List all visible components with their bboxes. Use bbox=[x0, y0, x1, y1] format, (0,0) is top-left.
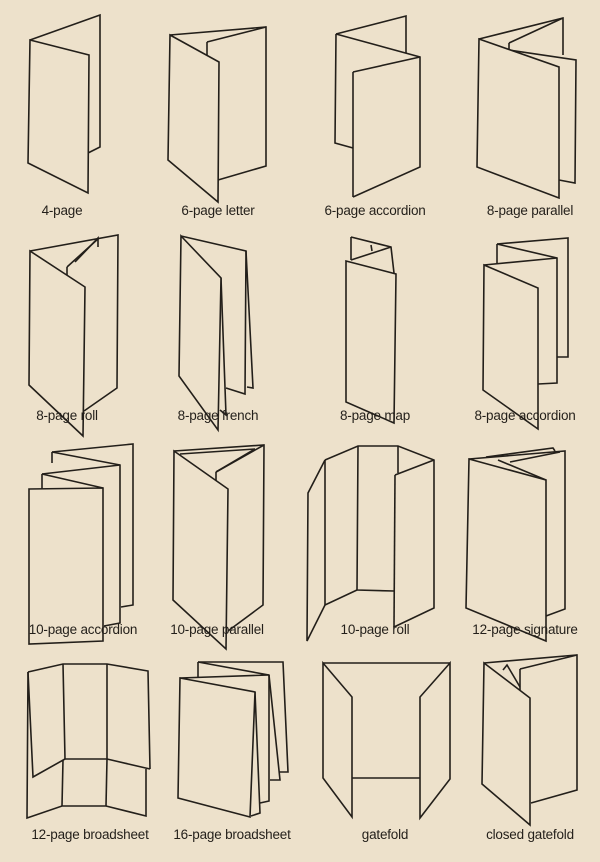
fold-label: closed gatefold bbox=[486, 827, 574, 842]
front-panel bbox=[172, 449, 229, 651]
front-panel bbox=[482, 263, 539, 431]
fold-line bbox=[335, 14, 407, 53]
fold-line bbox=[352, 56, 421, 73]
fold-line bbox=[259, 675, 270, 804]
front-panel bbox=[345, 259, 397, 425]
fold-line bbox=[29, 234, 119, 412]
front-panel bbox=[177, 677, 256, 819]
fold-label: 8-page french bbox=[177, 408, 259, 423]
fold-label: 10-page accordion bbox=[28, 622, 138, 637]
fold-line bbox=[169, 26, 267, 181]
fold-line bbox=[51, 443, 134, 608]
fold-illustration-closed-gatefold bbox=[481, 654, 578, 827]
fold-label: 8-page map bbox=[339, 408, 411, 423]
fold-line bbox=[519, 654, 578, 670]
front-panel bbox=[28, 487, 104, 645]
fold-illustration-8-page-map bbox=[345, 236, 397, 425]
fold-label: 4-page bbox=[41, 203, 83, 218]
fold-label: 10-page roll bbox=[340, 622, 410, 637]
fold-line bbox=[324, 460, 358, 607]
fold-line bbox=[198, 661, 289, 773]
fold-line bbox=[485, 447, 556, 458]
fold-line bbox=[306, 459, 326, 642]
fold-line bbox=[179, 448, 256, 473]
fold-illustration-8-page-parallel bbox=[476, 16, 577, 200]
fold-illustration-4-page bbox=[27, 13, 101, 195]
fold-illustration-8-page-accordion bbox=[482, 237, 569, 431]
fold-label: 12-page broadsheet bbox=[31, 827, 149, 842]
fold-label: gatefold bbox=[361, 827, 409, 842]
fold-label: 16-page broadsheet bbox=[173, 827, 291, 842]
fold-line bbox=[483, 654, 578, 804]
fold-line bbox=[468, 450, 566, 617]
fold-illustration-12-page-signature bbox=[465, 447, 566, 643]
fold-line bbox=[27, 663, 151, 770]
fold-line bbox=[356, 445, 395, 592]
fold-line bbox=[206, 26, 267, 43]
fold-line bbox=[393, 474, 396, 628]
front-panel bbox=[27, 38, 90, 195]
fold-illustration-10-page-accordion bbox=[28, 443, 134, 645]
front-panel bbox=[178, 234, 222, 433]
fold-line bbox=[74, 236, 99, 263]
fold-line bbox=[496, 237, 569, 358]
front-panel bbox=[476, 37, 560, 200]
fold-line bbox=[219, 277, 227, 417]
fold-label: 10-page parallel bbox=[170, 622, 264, 637]
front-panel bbox=[167, 33, 220, 204]
fold-illustration-8-page-french bbox=[178, 234, 254, 433]
fold-line bbox=[61, 759, 64, 807]
fold-line bbox=[394, 459, 435, 476]
front-panel bbox=[481, 661, 531, 827]
fold-illustration-gatefold bbox=[322, 660, 451, 821]
front-panel bbox=[465, 457, 547, 643]
fold-illustration-6-page-letter bbox=[167, 26, 267, 204]
fold-illustration-16-page-broadsheet bbox=[177, 661, 289, 819]
fold-label: 8-page parallel bbox=[486, 203, 574, 218]
fold-line bbox=[502, 663, 521, 688]
fold-line bbox=[508, 17, 564, 44]
fold-line bbox=[508, 43, 577, 184]
fold-line bbox=[370, 244, 373, 252]
fold-label: 12-page signature bbox=[472, 622, 578, 637]
fold-line bbox=[106, 758, 151, 770]
fold-line bbox=[334, 33, 354, 149]
fold-line bbox=[173, 444, 265, 632]
fold-line bbox=[41, 473, 104, 489]
fold-line bbox=[496, 243, 558, 385]
fold-illustration-6-page-accordion bbox=[334, 14, 421, 198]
fold-line bbox=[105, 758, 108, 807]
fold-line bbox=[29, 13, 101, 154]
fold-line bbox=[324, 445, 435, 628]
fold-line bbox=[51, 451, 121, 627]
front-panel bbox=[419, 660, 451, 821]
fold-line bbox=[250, 691, 261, 817]
front-panel bbox=[28, 249, 86, 438]
fold-label: 6-page accordion bbox=[324, 203, 426, 218]
fold-label: 8-page roll bbox=[36, 408, 98, 423]
fold-line bbox=[197, 661, 281, 781]
fold-line bbox=[26, 671, 147, 820]
fold-illustration-12-page-broadsheet bbox=[26, 663, 151, 820]
fold-label: 8-page accordion bbox=[474, 408, 576, 423]
fold-line bbox=[509, 451, 561, 463]
fold-line bbox=[179, 674, 270, 679]
fold-line bbox=[483, 257, 558, 266]
front-panel bbox=[322, 660, 353, 820]
fold-label: 6-page letter bbox=[181, 203, 255, 218]
fold-illustration-10-page-roll bbox=[306, 445, 435, 642]
fold-line bbox=[180, 235, 247, 396]
fold-line bbox=[62, 663, 108, 760]
fold-line bbox=[41, 464, 121, 475]
fold-line bbox=[27, 671, 66, 779]
fold-line bbox=[245, 250, 254, 389]
fold-illustration-10-page-parallel bbox=[172, 444, 265, 651]
fold-line bbox=[335, 33, 421, 198]
fold-line bbox=[350, 246, 392, 261]
fold-line bbox=[497, 459, 547, 481]
fold-illustration-8-page-roll bbox=[28, 234, 119, 438]
